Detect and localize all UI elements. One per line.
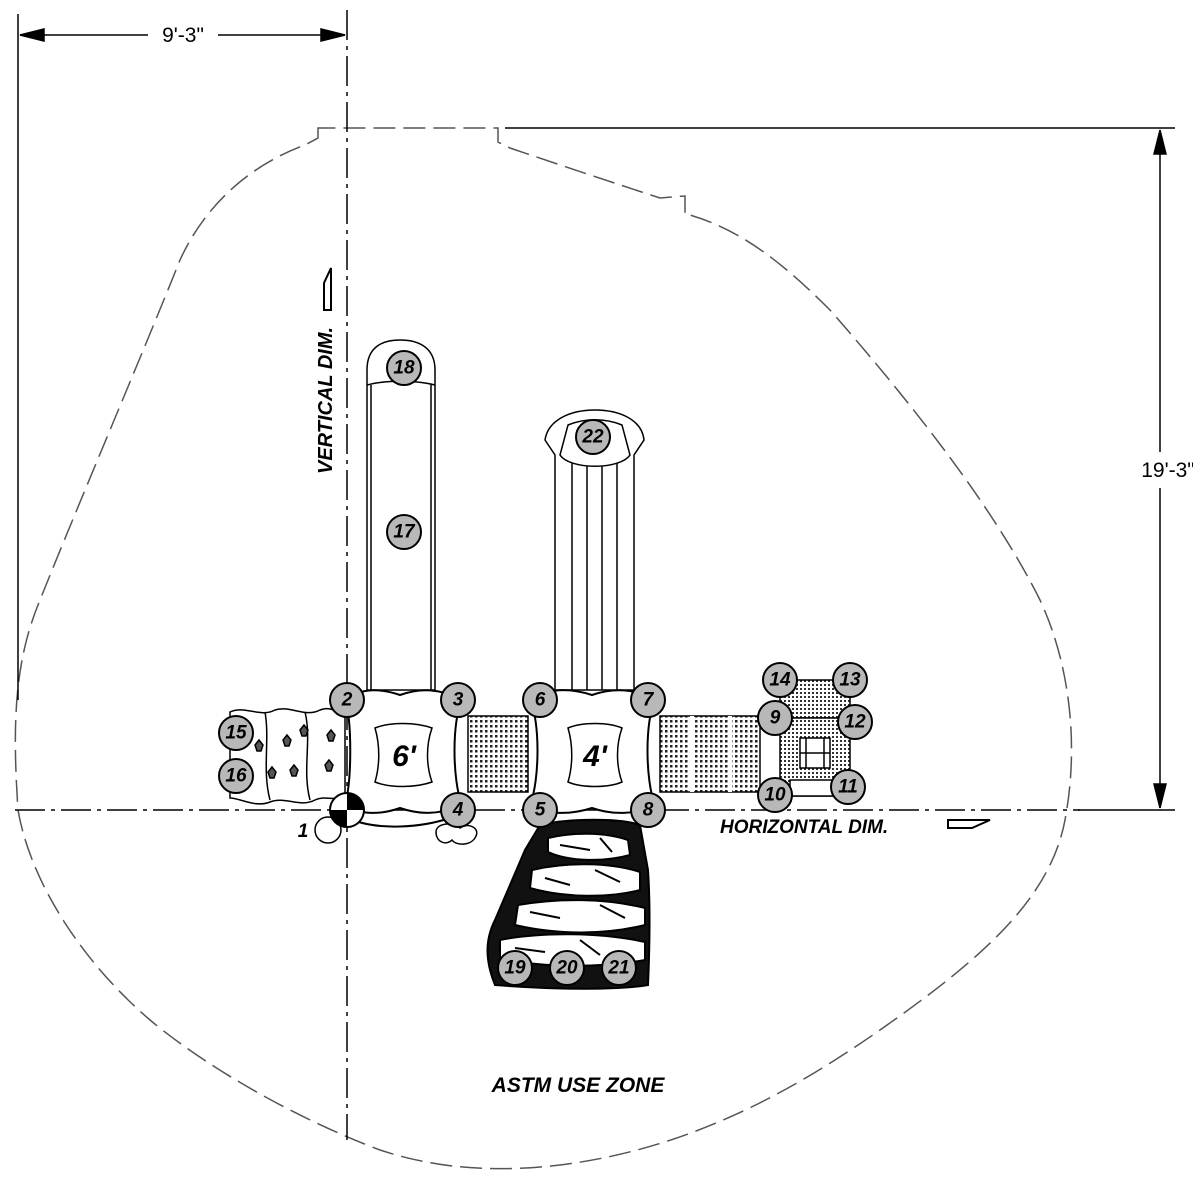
wave-slide	[544, 409, 645, 691]
callout-9: 9	[757, 700, 793, 736]
callout-3: 3	[440, 682, 476, 718]
svg-text:12: 12	[844, 712, 866, 733]
callout-19: 19	[497, 950, 533, 986]
svg-text:3: 3	[453, 690, 464, 711]
svg-text:9: 9	[770, 708, 781, 729]
svg-text:5: 5	[535, 800, 546, 821]
callout-8: 8	[630, 792, 666, 828]
origin-marker	[329, 792, 365, 828]
callout-21: 21	[601, 950, 637, 986]
svg-text:2: 2	[341, 690, 353, 711]
callout-7: 7	[630, 682, 666, 718]
svg-text:15: 15	[225, 723, 247, 744]
callout-20: 20	[549, 950, 585, 986]
callout-5: 5	[522, 792, 558, 828]
callout-markers: 2 3 4 5 6 7 8 9 10 11 12 13 14 15 16 17 …	[218, 350, 873, 986]
deck-skirt	[351, 817, 451, 828]
vertical-dimension	[505, 127, 1175, 811]
svg-text:6: 6	[535, 690, 546, 711]
callout-6: 6	[522, 682, 558, 718]
deck-4ft-height: 4'	[582, 740, 608, 773]
callout-15: 15	[218, 715, 254, 751]
svg-text:18: 18	[393, 358, 415, 379]
horizontal-arrow-icon	[947, 819, 991, 829]
horizontal-dimension-text: 9'-3"	[162, 24, 204, 47]
svg-text:14: 14	[769, 670, 791, 691]
origin-label: 1	[298, 821, 309, 842]
vertical-dimension-text: 19'-3"	[1141, 459, 1193, 482]
callout-10: 10	[757, 777, 793, 813]
svg-text:4: 4	[452, 800, 464, 821]
bridge-panel-b	[659, 715, 761, 793]
svg-text:17: 17	[393, 522, 416, 543]
use-zone-boundary	[14, 127, 1073, 1170]
rock-climber	[486, 818, 651, 990]
callout-17: 17	[386, 514, 422, 550]
horizontal-dimension	[17, 14, 346, 700]
climbing-wall	[229, 707, 346, 805]
horizontal-axis-label: HORIZONTAL DIM.	[720, 817, 888, 838]
deck-6ft-height: 6'	[392, 740, 417, 773]
callout-13: 13	[832, 662, 868, 698]
vertical-axis-label: VERTICAL DIM.	[315, 327, 337, 474]
deck-6ft: 6'	[343, 689, 464, 814]
callout-22: 22	[575, 419, 611, 455]
post-marker	[314, 816, 342, 844]
callout-16: 16	[218, 758, 254, 794]
bridge-panel-a	[467, 715, 529, 793]
callout-14: 14	[762, 662, 798, 698]
callout-4: 4	[440, 792, 476, 828]
svg-text:13: 13	[839, 670, 861, 691]
svg-text:16: 16	[225, 766, 247, 787]
vertical-arrow-icon	[323, 267, 332, 311]
use-zone-label: ASTM USE ZONE	[491, 1074, 666, 1097]
svg-text:11: 11	[838, 777, 858, 798]
svg-text:7: 7	[643, 690, 655, 711]
svg-text:20: 20	[555, 958, 578, 979]
svg-text:10: 10	[764, 785, 786, 806]
callout-18: 18	[386, 350, 422, 386]
svg-text:19: 19	[504, 958, 526, 979]
callout-12: 12	[837, 704, 873, 740]
svg-text:22: 22	[581, 427, 604, 448]
svg-text:21: 21	[607, 958, 629, 979]
callout-2: 2	[329, 682, 365, 718]
callout-11: 11	[830, 769, 866, 805]
svg-text:8: 8	[643, 800, 654, 821]
